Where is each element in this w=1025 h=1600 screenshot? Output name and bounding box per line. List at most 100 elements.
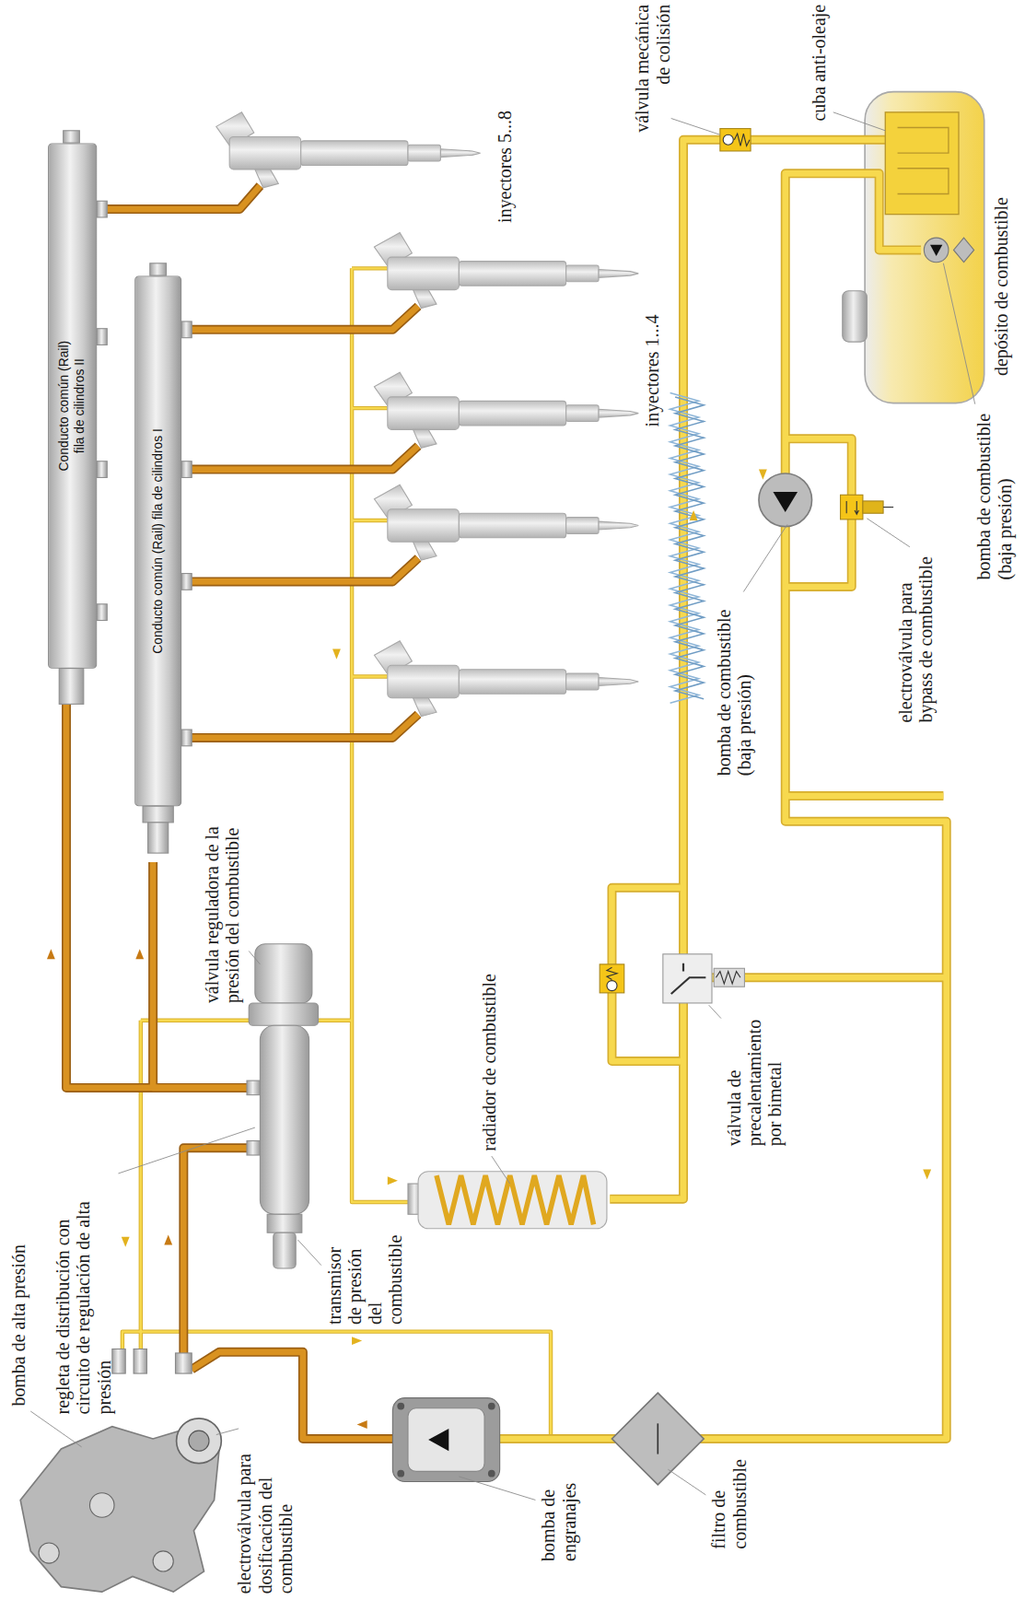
part-label: regleta de distribución con circuito de … [53,1174,115,1414]
leader-line [743,524,788,592]
pressure-sensor [273,1232,296,1269]
part-label: bomba de combustible (baja presión) [713,592,755,776]
leader-line [248,950,260,964]
bimetal-valve [663,954,746,1003]
block-body [259,1025,309,1214]
pump-bolt [38,1542,59,1563]
part-label: válvula mecánica de colisión [632,4,674,138]
pump-port [133,1348,147,1374]
injector [373,372,639,448]
gear-pump [392,1397,500,1482]
low-pressure-pipe-outline [500,139,947,1439]
valve-ball [606,980,618,991]
heater-zigzag [670,392,699,703]
common-rail: Conducto común (Rail) fila de cilindros … [134,275,182,806]
valve-ball [722,134,734,145]
flow-arrow [135,948,144,959]
gear-pump-housing [392,1397,500,1482]
pipes [66,139,947,1439]
screw [396,1469,405,1478]
leader-line [833,112,886,131]
leader-line [709,1004,722,1018]
flow-arrow [689,510,699,521]
part-label: radiador de combustible [479,942,501,1152]
part-label: inyectores 5...8 [494,69,515,223]
rail-fitting [181,461,192,478]
rail-cap [150,263,167,276]
part-label: bomba de combustible (baja presión) [974,396,1015,580]
valve-symbol [846,500,859,514]
valve-body [720,128,751,152]
screw [396,1402,405,1410]
pump-arrow [772,491,798,513]
leader-line [458,1476,536,1500]
valve-spring [715,971,741,984]
block-collar [248,1002,318,1025]
in-tank-pump [923,237,949,263]
flow-arrow [332,649,341,660]
part-label: bomba de engranajes [538,1464,580,1561]
check-valve [599,964,625,993]
valve-actuator [862,500,884,513]
pre-filter [953,237,974,263]
rail-fitting [96,328,107,346]
rail-fitting [96,200,107,218]
common-rail: Conducto común (Rail) fila de cilindros … [47,142,97,668]
valve-spring [733,133,750,146]
rail-fitting [181,321,192,338]
rail-fitting [96,604,107,621]
part-label: electroválvula para bypass de combustibl… [895,538,936,723]
pressure-control-valve [255,943,313,1003]
flow-arrow [387,1176,398,1185]
part-label: bomba de alta presión [8,1161,29,1407]
injector [373,232,639,309]
part-label: cuba anti-oleaje [808,4,829,131]
leader-line [671,118,721,136]
leader-lines [30,112,976,1501]
valve-body [840,494,863,520]
rail-sensor [148,822,169,853]
flow-arrow [922,1169,932,1180]
gear-pump-face [407,1408,485,1472]
filler-neck [842,291,868,342]
flow-arrow [163,1234,173,1245]
bypass-solenoid-valve [840,494,895,520]
fuel-filter [611,1392,704,1485]
valve-spring [606,966,618,979]
injector [373,484,639,560]
part-label: filtro de combustible [709,1446,750,1550]
part-label: depósito de combustible [990,192,1012,376]
valve-wire [883,506,894,508]
rail-fitting [181,573,192,591]
flow-arrow [351,1336,362,1345]
flow-arrow [121,1236,130,1247]
leader-line [866,518,910,548]
pump-bolt [152,1550,174,1572]
cooler-body [418,1171,607,1229]
rail-fitting [181,729,192,746]
filter-diamond [611,1392,704,1485]
filter-mark [656,1422,659,1454]
metering-solenoid-core [188,1430,210,1451]
pipe-fitting [246,1080,260,1095]
low-pressure-pipe [500,139,947,1439]
screw [488,1402,496,1410]
heater-zigzag [675,396,704,699]
rail-fitting [96,461,107,478]
pump-arrow [428,1428,449,1451]
high-pressure-pipe-outline [66,186,419,1439]
leader-line [297,1239,321,1266]
high-pressure-pump [20,1348,222,1592]
rail-fitting [58,668,84,705]
tank-internals [885,112,974,263]
heater-coil [670,392,705,703]
part-label: inyectores 1...4 [642,273,664,427]
flow-arrow [357,1420,368,1429]
leader-line [667,1468,706,1495]
collision-valve [720,128,751,152]
pump-body [758,473,813,527]
valve-flap [671,963,707,994]
leader-line [216,1428,239,1435]
injectors [216,112,639,717]
